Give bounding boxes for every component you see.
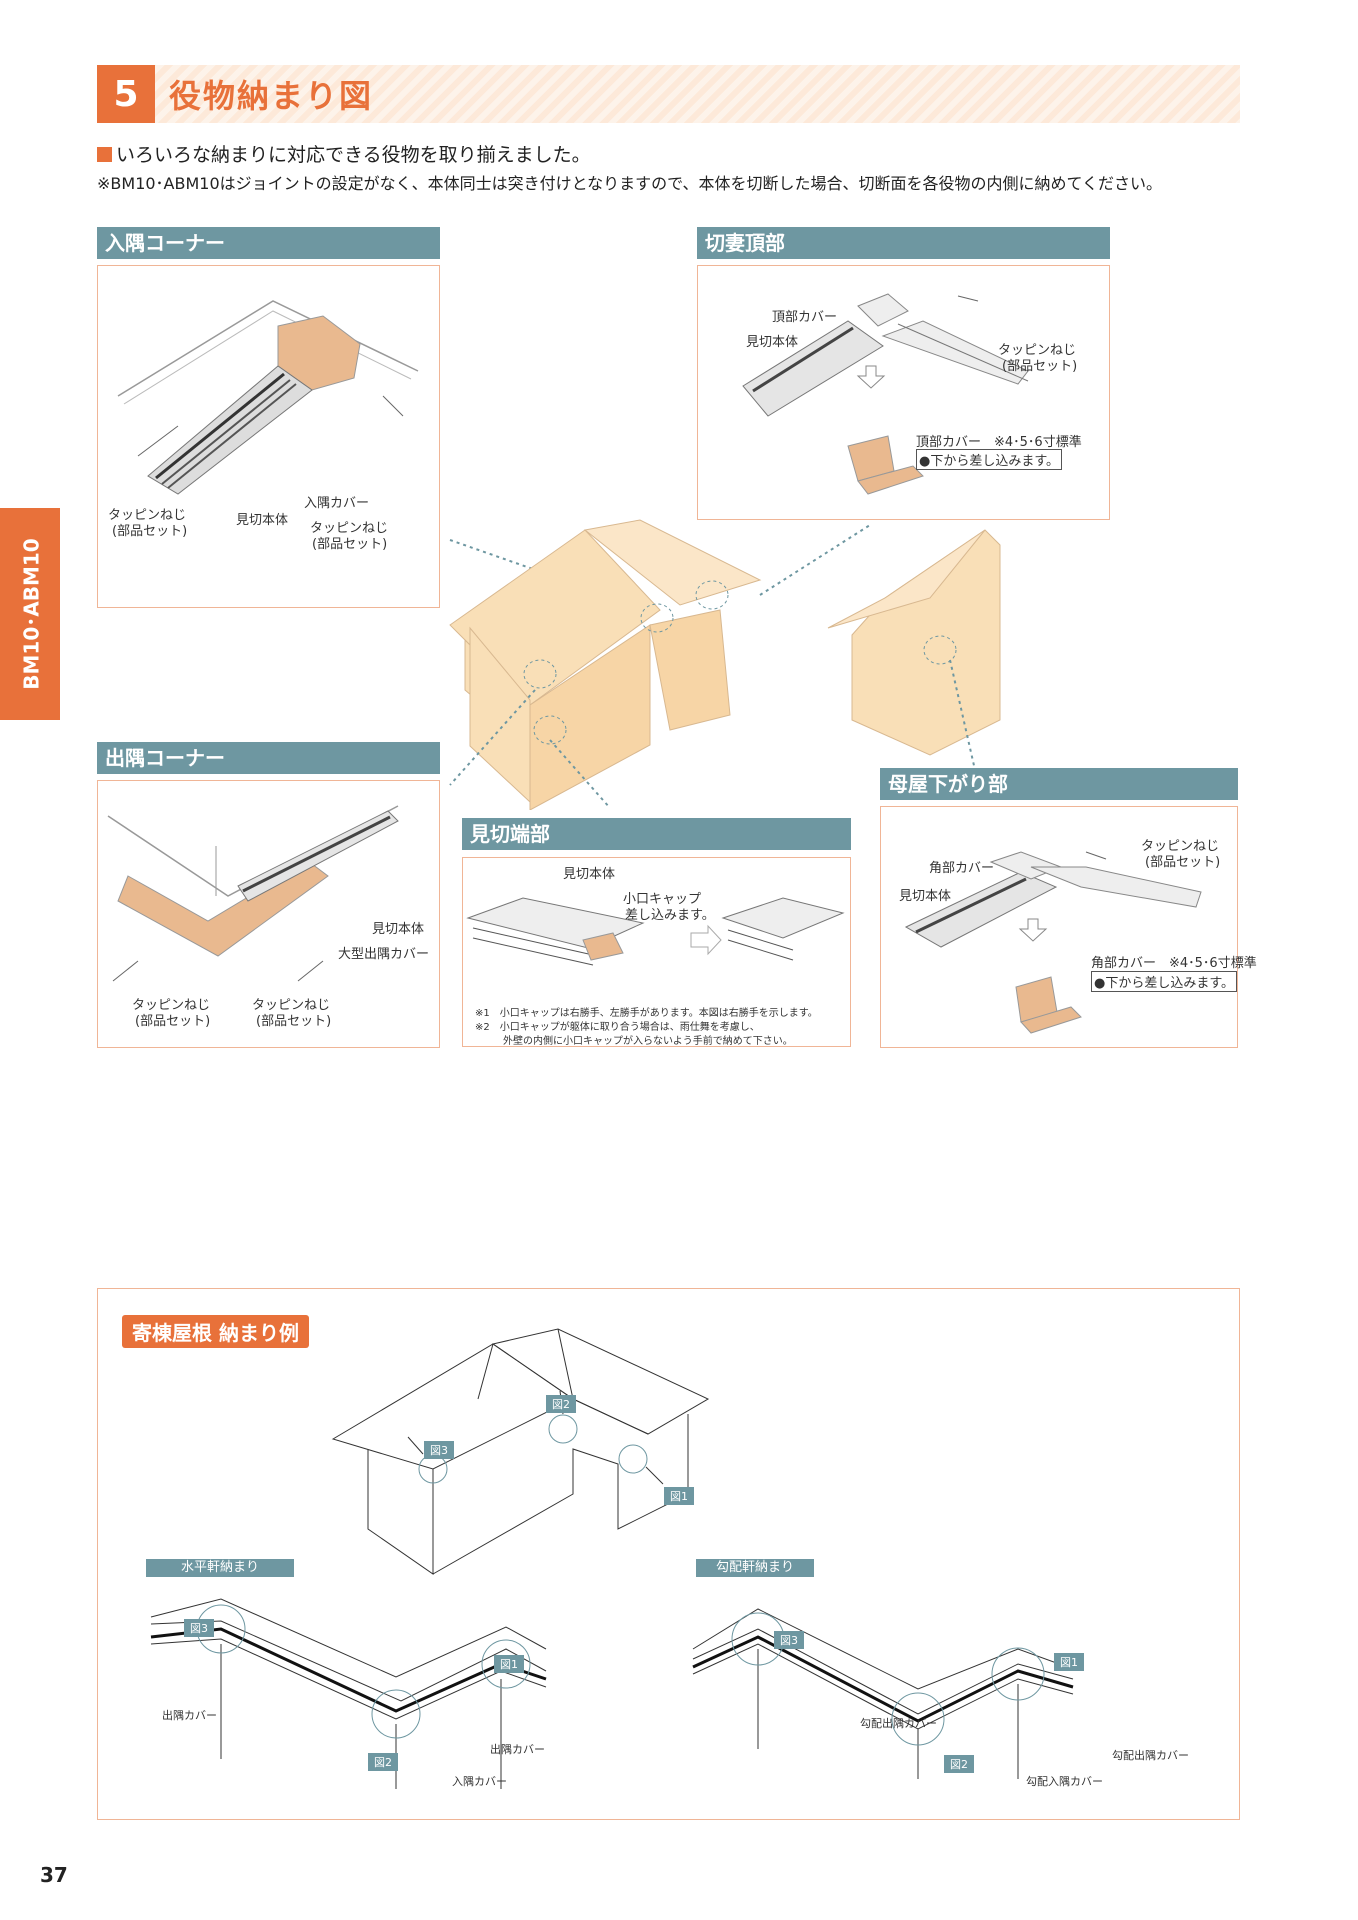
moya-label-screw: タッピンねじ (1141, 839, 1220, 854)
right-fig1-tag: 図1 (1054, 1653, 1084, 1671)
kirizuma-label-set: (部品セット) (1002, 359, 1078, 374)
desumi-panel: 見切本体 大型出隅カバー タッピンねじ (部品セット) タッピンねじ (部品セッ… (97, 780, 440, 1048)
house-illustration (449, 519, 1001, 810)
left-fig3-tag: 図3 (184, 1619, 214, 1637)
moya-panel: タッピンねじ (部品セット) 角部カバー 見切本体 角部カバー ※4･5･6寸標… (880, 806, 1257, 1048)
section-header: 5 役物納まり図 (97, 65, 1240, 123)
left-label-outer-2: 出隅カバー (490, 1743, 545, 1756)
side-tab: BM10･ABM10 (0, 508, 60, 720)
mikiri-drawing (466, 897, 845, 966)
slope-eaves-drawing (692, 1608, 1074, 1779)
desumi-label-set-2: (部品セット) (256, 1014, 332, 1029)
moya-drawing (904, 851, 1202, 1034)
right-label-outer-2: 勾配出隅カバー (1112, 1749, 1189, 1762)
mikiri-note-1: ※1 小口キャップは右勝手、左勝手があります。本図は右勝手を示します。 (475, 1008, 818, 1019)
moya-label-insert: ●下から差し込みます。 (1091, 971, 1238, 992)
horizontal-eaves-drawing (150, 1598, 547, 1789)
example-title: 寄棟屋根 納まり例 (122, 1315, 309, 1348)
mikiri-note-2: ※2 小口キャップが躯体に取り合う場合は、雨仕舞を考慮し、 (475, 1022, 760, 1033)
irisumi-label-cover: 入隅カバー (304, 496, 370, 511)
desumi-label-screw-2: タッピンねじ (252, 998, 331, 1013)
irisumi-label-set-2: (部品セット) (312, 537, 388, 552)
mikiri-note-3: 外壁の内側に小口キャップが入らないよう手前で納めて下さい。 (503, 1036, 793, 1047)
irisumi-label-body: 見切本体 (236, 513, 289, 528)
section-number: 5 (97, 65, 155, 123)
intro-text: いろいろな納まりに対応できる役物を取り揃えました。 (97, 140, 591, 167)
right-subtitle: 勾配軒納まり (696, 1559, 814, 1577)
irisumi-drawing (117, 300, 419, 495)
intro-label: いろいろな納まりに対応できる役物を取り揃えました。 (116, 144, 591, 166)
right-fig2-tag: 図2 (944, 1755, 974, 1773)
side-tab-label: BM10･ABM10 (19, 538, 44, 690)
right-label-outer-1: 勾配出隅カバー (860, 1717, 937, 1730)
irisumi-panel: タッピンねじ (部品セット) 見切本体 入隅カバー タッピンねじ (部品セット) (97, 265, 440, 608)
irisumi-title: 入隅コーナー (97, 227, 440, 259)
hip-roof-drawing (331, 1328, 710, 1575)
kirizuma-label-screw: タッピンねじ (998, 343, 1077, 358)
kirizuma-label-topcover: 頂部カバー (772, 310, 838, 325)
desumi-label-body: 見切本体 (372, 922, 425, 937)
moya-label-cover-2: 角部カバー ※4･5･6寸標準 (1091, 956, 1257, 971)
square-bullet-icon (97, 147, 112, 162)
left-label-outer-1: 出隅カバー (162, 1709, 217, 1722)
moya-label-set: (部品セット) (1145, 855, 1221, 870)
page-number: 37 (40, 1863, 68, 1887)
left-subtitle: 水平軒納まり (146, 1559, 294, 1577)
desumi-label-cover: 大型出隅カバー (338, 947, 430, 962)
section-title: 役物納まり図 (169, 77, 374, 115)
mikiri-label-cap: 小口キャップ (623, 892, 702, 907)
mikiri-label-body: 見切本体 (563, 867, 616, 882)
desumi-label-set: (部品セット) (135, 1014, 211, 1029)
example-fig2-tag: 図2 (546, 1395, 576, 1413)
moya-label-cover: 角部カバー (929, 861, 995, 876)
desumi-title: 出隅コーナー (97, 742, 440, 774)
kirizuma-label-body: 見切本体 (746, 335, 799, 350)
example-fig1-tag: 図1 (664, 1487, 694, 1505)
kirizuma-label-topcover-2: 頂部カバー ※4･5･6寸標準 (916, 435, 1082, 450)
moya-title: 母屋下がり部 (880, 768, 1238, 800)
kirizuma-title: 切妻頂部 (697, 227, 1110, 259)
example-fig3-tag: 図3 (424, 1441, 454, 1459)
mikiri-panel: 見切本体 小口キャップ 差し込みます。 ※1 小口キャップは右勝手、左勝手があり… (462, 857, 851, 1047)
right-label-inner: 勾配入隅カバー (1026, 1775, 1103, 1788)
left-label-inner: 入隅カバー (452, 1775, 507, 1788)
kirizuma-drawing (742, 293, 1029, 495)
desumi-label-screw: タッピンねじ (132, 998, 211, 1013)
irisumi-label-set: (部品セット) (112, 524, 188, 539)
moya-label-body: 見切本体 (899, 889, 952, 904)
left-fig1-tag: 図1 (494, 1655, 524, 1673)
desumi-drawing (107, 805, 399, 982)
left-fig2-tag: 図2 (368, 1753, 398, 1771)
right-fig3-tag: 図3 (774, 1631, 804, 1649)
irisumi-label-screw: タッピンねじ (108, 508, 187, 523)
note-text: ※BM10･ABM10はジョイントの設定がなく、本体同士は突き付けとなりますので… (97, 174, 1163, 193)
irisumi-label-screw-2: タッピンねじ (310, 521, 389, 536)
kirizuma-panel: 頂部カバー 見切本体 タッピンねじ (部品セット) 頂部カバー ※4･5･6寸標… (697, 265, 1110, 520)
mikiri-label-insert: 差し込みます。 (625, 908, 715, 923)
example-box: 寄棟屋根 納まり例 図3 図2 図1 水平軒納まり 勾配軒納まり 図3 図1 図… (97, 1288, 1240, 1820)
kirizuma-label-insert: ●下から差し込みます。 (916, 449, 1063, 470)
mikiri-title: 見切端部 (462, 818, 851, 850)
